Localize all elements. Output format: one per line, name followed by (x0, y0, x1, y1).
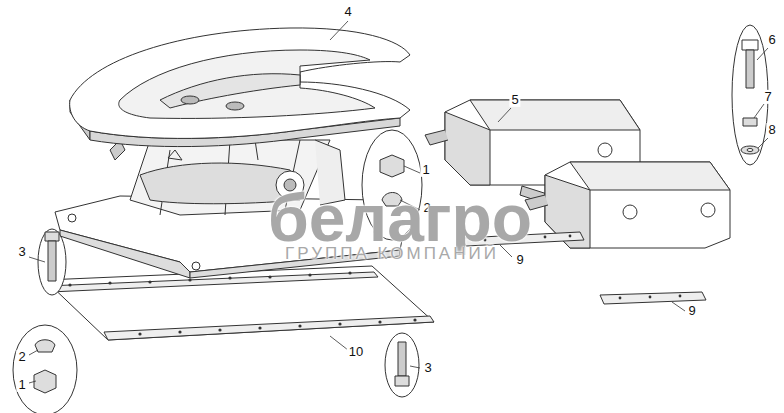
callout-number: 6 (766, 33, 777, 47)
leader-lines (29, 21, 768, 383)
mounting-plate (45, 266, 434, 340)
callout-number: 1 (16, 378, 27, 392)
callout-number: 10 (347, 345, 365, 359)
callout-number: 7 (762, 90, 773, 104)
callout-number: 1 (420, 163, 431, 177)
callout-number: 4 (342, 5, 353, 19)
callout-number: 8 (766, 123, 777, 137)
callout-number: 9 (686, 304, 697, 318)
callout-number: 3 (16, 245, 27, 259)
callout-number: 3 (422, 361, 433, 375)
watermark: ГРУППА КОМПАНИЙ (285, 244, 499, 264)
coupling-plate (70, 28, 410, 138)
callout-number: 2 (16, 350, 27, 364)
callout-number: 5 (509, 93, 520, 107)
